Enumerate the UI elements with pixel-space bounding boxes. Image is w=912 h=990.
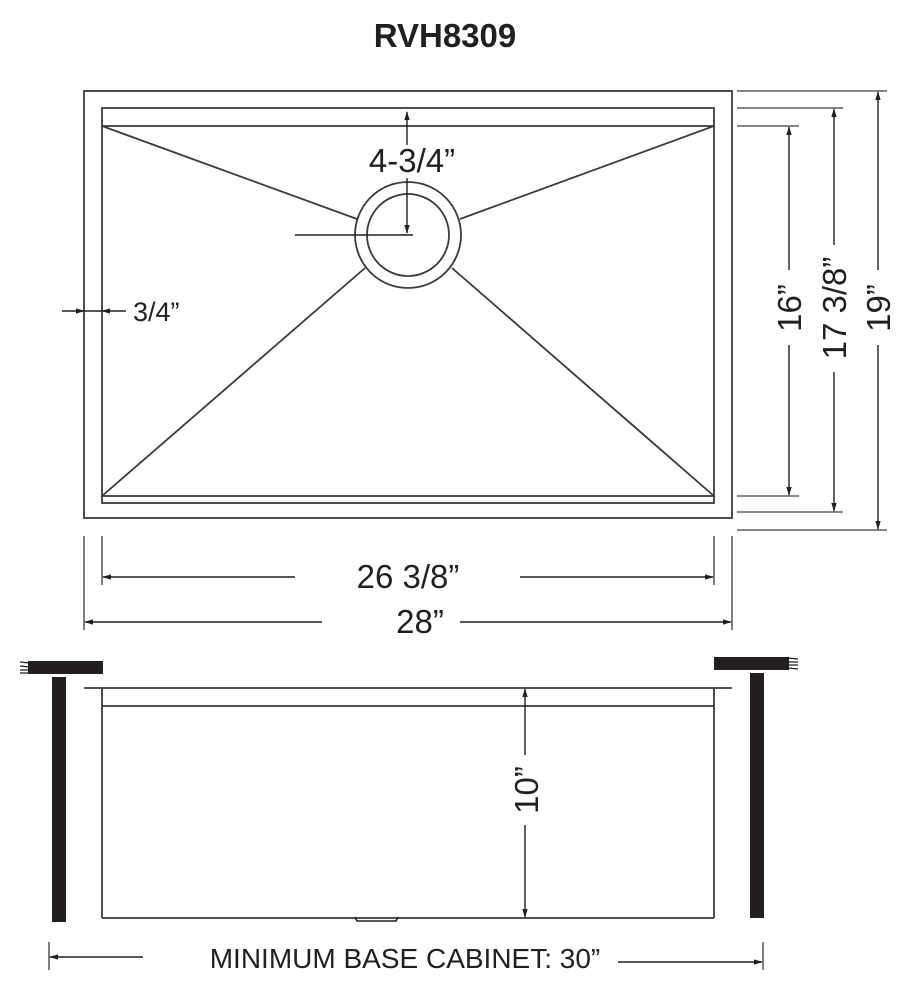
inner-rim-outline xyxy=(101,107,715,504)
model-title: RVH8309 xyxy=(374,17,517,54)
bowl-depth-label: 10” xyxy=(508,766,545,814)
outer-width-label: 28” xyxy=(396,603,444,640)
min-base-cabinet-label: MINIMUM BASE CABINET: 30” xyxy=(210,943,601,974)
drain-profile-icon xyxy=(354,916,399,922)
rim-width-label: 3/4” xyxy=(133,297,180,327)
inner-depth-label: 16” xyxy=(771,284,808,332)
cabinet-wall-right xyxy=(750,673,764,918)
outer-flange-outline xyxy=(83,90,733,519)
cabinet-wall-left xyxy=(52,677,66,922)
mid-depth-label: 17 3/8” xyxy=(816,257,853,360)
side-view: 10” MINIMUM BASE CABINET: 30” xyxy=(19,657,799,974)
countertop-right xyxy=(714,657,799,670)
drain-offset-label: 4-3/4” xyxy=(369,142,455,179)
top-view: 4-3/4” 3/4” 26 3/8” 28” 16” 17 3/ xyxy=(62,90,897,640)
slope-line-bottom-left xyxy=(101,267,366,497)
slope-line-top-left xyxy=(101,125,358,220)
countertop-left xyxy=(19,661,103,674)
slope-line-top-right xyxy=(459,125,715,220)
outer-depth-label: 19” xyxy=(860,284,897,332)
inner-width-label: 26 3/8” xyxy=(357,558,460,595)
slope-line-bottom-right xyxy=(451,267,715,497)
